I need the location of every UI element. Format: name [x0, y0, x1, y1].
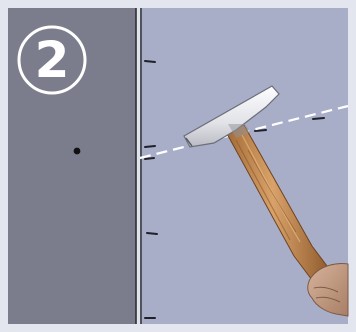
- tick-mark: [145, 158, 154, 159]
- tick-mark: [255, 130, 266, 131]
- tick-mark: [147, 233, 157, 234]
- panel-edge: [136, 8, 141, 324]
- tick-mark: [145, 146, 155, 147]
- step-number: 2: [17, 27, 87, 93]
- pencil-dot: [74, 148, 81, 155]
- tick-mark: [145, 61, 155, 62]
- tick-mark: [313, 118, 324, 119]
